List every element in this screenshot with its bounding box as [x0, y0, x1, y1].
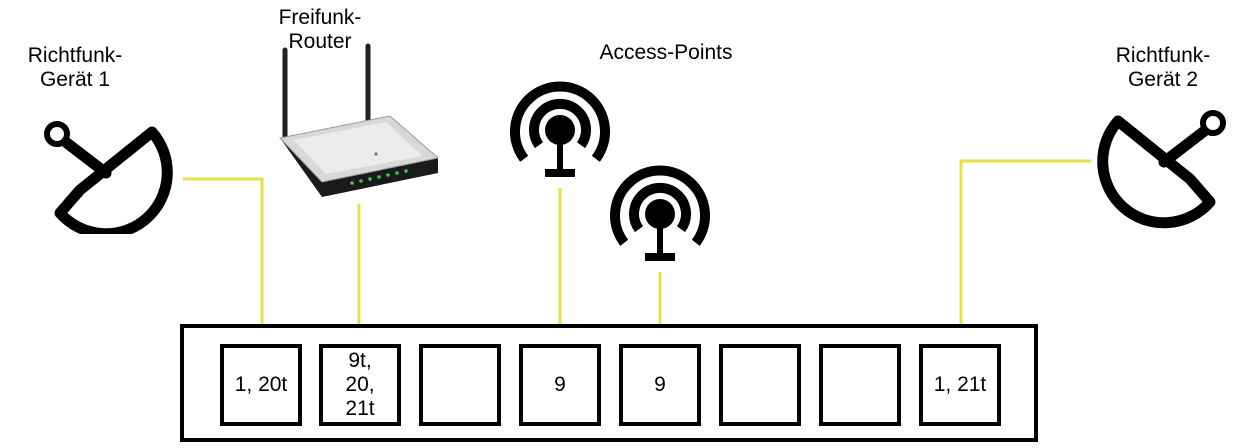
- richtfunk1-label-line1: Richtfunk-: [27, 44, 123, 67]
- access-points-label: Access-Points: [599, 41, 733, 64]
- cable-richtfunk1: [183, 177, 264, 346]
- switch-port-7: [819, 344, 901, 426]
- switch-port-3: [419, 344, 501, 426]
- richtfunk2-label: Richtfunk- Gerät 2: [1098, 44, 1228, 92]
- richtfunk2-label-line2: Gerät 2: [1127, 68, 1199, 91]
- switch-port-4: 9: [519, 344, 601, 426]
- router-label: Freifunk- Router: [255, 6, 385, 54]
- port-label: 9t, 20, 21t: [345, 349, 375, 420]
- satellite-dish-icon: [44, 121, 173, 234]
- switch-port-6: [719, 344, 801, 426]
- richtfunk1-label: Richtfunk- Gerät 1: [10, 44, 140, 92]
- wireless-antenna-icon: [510, 81, 610, 177]
- network-switch: [180, 324, 1038, 442]
- wireless-antenna-icon: [610, 165, 710, 261]
- switch-port-1: 1, 20t: [220, 344, 302, 426]
- richtfunk1-label-line2: Gerät 1: [39, 68, 111, 91]
- port-label: 9: [554, 373, 566, 396]
- switch-port-5: 9: [619, 344, 701, 426]
- switch-port-2: 9t, 20, 21t: [319, 344, 401, 426]
- port-label: 1, 21t: [933, 373, 987, 396]
- richtfunk2-label-line1: Richtfunk-: [1115, 44, 1211, 67]
- router-label-line2: Router: [288, 30, 352, 53]
- port-label: 9: [654, 373, 666, 396]
- wifi-router-icon: [279, 43, 440, 197]
- cable-richtfunk2: [959, 159, 1091, 346]
- switch-port-8: 1, 21t: [919, 344, 1001, 426]
- satellite-dish-icon: [1097, 110, 1226, 229]
- port-label: 1, 20t: [234, 373, 288, 396]
- router-label-line1: Freifunk-: [278, 6, 362, 29]
